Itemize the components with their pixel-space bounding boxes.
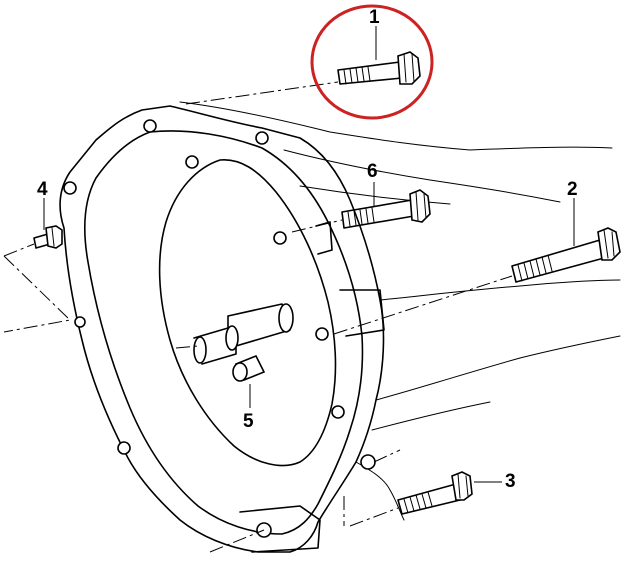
housing-rear-line: [379, 279, 621, 301]
flange-hole: [360, 454, 376, 470]
flange-hole: [143, 119, 157, 133]
shaft-collar: [225, 325, 239, 351]
input-shaft: [193, 303, 291, 365]
bottom-tab: [239, 505, 321, 553]
bolt-3: [397, 471, 473, 515]
flange-hole: [74, 316, 86, 328]
side-tab: [315, 221, 333, 255]
flange-hole: [117, 441, 131, 455]
axis-line: [3, 243, 72, 333]
axis-line: [349, 449, 401, 527]
highlight-circle: [310, 4, 434, 120]
housing-bottom-line-2: [371, 401, 491, 431]
housing-mid-line-2: [299, 185, 451, 205]
flange-hole: [331, 405, 345, 419]
housing-bottom-line: [375, 335, 621, 401]
flange-hole: [185, 155, 199, 169]
callout-label-3: 3: [505, 471, 516, 492]
axis-line: [333, 275, 513, 335]
callout-label-1: 1: [369, 7, 380, 28]
bolt-1: [337, 51, 421, 85]
bolt-4: [33, 225, 63, 249]
axis-line: [209, 529, 265, 553]
bolt-2: [511, 227, 621, 283]
callout-label-6: 6: [367, 161, 378, 182]
shaft-base: [278, 303, 294, 333]
axis-line: [175, 345, 199, 349]
callout-label-2: 2: [567, 179, 578, 200]
housing-lower-edge: [355, 461, 405, 521]
bolt-6: [341, 189, 431, 229]
axis-line: [185, 81, 339, 105]
housing-inner-rim: [83, 130, 364, 535]
flange-hole: [315, 327, 329, 341]
rear-boss: [339, 289, 385, 337]
flange-hole: [255, 131, 269, 145]
housing-top-line: [179, 101, 613, 151]
housing-mid-line: [283, 149, 561, 203]
housing-flange-outline: [59, 105, 385, 553]
bell-opening: [158, 159, 337, 467]
flange-hole: [273, 231, 287, 245]
flange-hole: [63, 181, 77, 195]
callout-label-4: 4: [37, 179, 48, 200]
callout-label-5: 5: [243, 411, 254, 432]
dowel-sleeve-end: [232, 362, 248, 382]
input-shaft-end: [193, 336, 207, 364]
axis-line: [291, 219, 343, 233]
